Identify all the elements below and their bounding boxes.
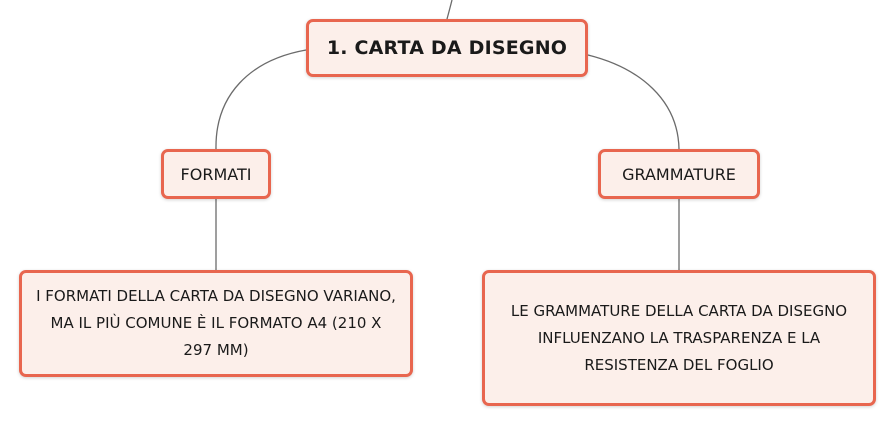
topic-grammature[interactable]: GRAMMATURE <box>598 149 760 199</box>
topic-grammature-label: GRAMMATURE <box>622 164 736 184</box>
connector-root-to-formati <box>215 49 307 150</box>
root-topic-label: 1. CARTA DA DISEGNO <box>326 37 568 59</box>
root-topic[interactable]: 1. CARTA DA DISEGNO <box>306 19 588 77</box>
connector-parent-to-root <box>446 0 453 20</box>
connector-root-to-grammature <box>587 54 680 150</box>
subtopic-grammature-detail[interactable]: LE GRAMMATURE DELLA CARTA DA DISEGNO INF… <box>482 270 876 406</box>
subtopic-formati-detail-text: I FORMATI DELLA CARTA DA DISEGNO VARIANO… <box>36 287 396 359</box>
subtopic-formati-detail[interactable]: I FORMATI DELLA CARTA DA DISEGNO VARIANO… <box>19 270 413 377</box>
topic-formati[interactable]: FORMATI <box>161 149 271 199</box>
subtopic-grammature-detail-text: LE GRAMMATURE DELLA CARTA DA DISEGNO INF… <box>510 301 848 374</box>
topic-formati-label: FORMATI <box>180 164 252 184</box>
